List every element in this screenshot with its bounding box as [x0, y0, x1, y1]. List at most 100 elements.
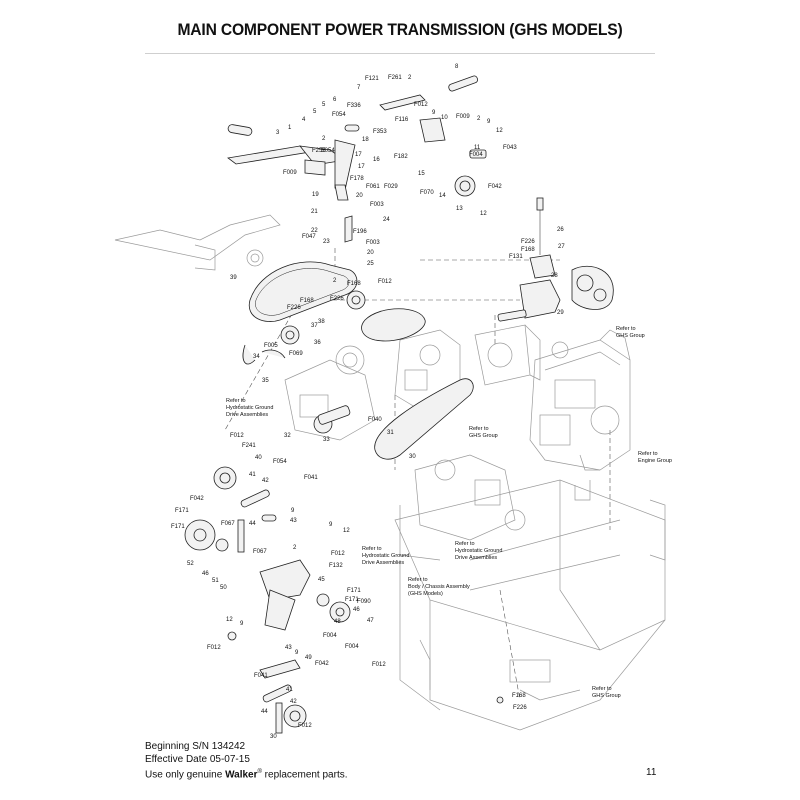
callout-87: 42	[262, 478, 269, 484]
callout-16: F116	[395, 117, 409, 123]
callout-73: 27	[558, 244, 565, 250]
chassis-frame	[394, 479, 666, 731]
callout-40: F043	[503, 145, 517, 151]
callout-79: 32	[284, 433, 291, 439]
callout-51: 23	[323, 239, 330, 245]
callout-121: 49	[305, 655, 312, 661]
callout-124: 41	[286, 687, 293, 693]
callout-42: F070	[420, 190, 434, 196]
callout-21: 2	[322, 148, 326, 154]
effective-date: Effective Date 05-07-15	[145, 753, 250, 765]
callout-108: F171	[345, 597, 359, 603]
callout-95: 44	[249, 521, 256, 527]
callout-38: F004	[469, 152, 483, 158]
callout-89: F042	[190, 496, 204, 502]
callout-7: F336	[347, 103, 361, 109]
callout-81: 30	[409, 454, 416, 460]
callout-20: F255	[312, 148, 326, 154]
callout-110: 46	[353, 607, 360, 613]
callout-0: 8	[455, 64, 459, 70]
callout-48: 24	[383, 217, 390, 223]
callout-80: 33	[323, 437, 330, 443]
callout-78: 31	[387, 430, 394, 436]
callout-122: F042	[315, 661, 329, 667]
callout-125: 42	[290, 699, 297, 705]
callout-126: 44	[261, 709, 268, 715]
callout-5: 6	[333, 97, 337, 103]
callout-90: 9	[291, 508, 295, 514]
callout-49: F047	[302, 234, 316, 240]
callout-76: 29	[557, 310, 564, 316]
callout-57: F168	[347, 281, 361, 287]
callout-45: F042	[488, 184, 502, 190]
callout-127: 30	[270, 734, 277, 740]
callout-71: F226	[521, 239, 535, 245]
gearbox-and-shaft	[313, 197, 561, 434]
callout-74: F131	[509, 254, 523, 260]
callout-28: 19	[312, 192, 319, 198]
callout-94: F067	[221, 521, 235, 527]
callout-50: 22	[311, 228, 318, 234]
callout-12: 4	[302, 117, 306, 123]
callout-103: 51	[212, 578, 219, 584]
callout-105: F132	[329, 563, 343, 569]
callout-102: F012	[331, 551, 345, 557]
right-hydrostatic-drive	[399, 454, 526, 561]
callout-52: F196	[353, 229, 367, 235]
callout-10: 3	[276, 130, 280, 136]
callout-92: 43	[290, 518, 297, 524]
note-hydrostatic-1: Refer to Hydrostatic Ground Drive Assemb…	[226, 398, 275, 418]
callout-116: 12	[226, 617, 233, 623]
callout-2: F261	[388, 75, 402, 81]
callout-107: F171	[347, 588, 361, 594]
callout-1: F121	[365, 76, 379, 82]
callout-128: F012	[298, 723, 312, 729]
callout-65: 36	[314, 340, 321, 346]
callout-115: F012	[372, 662, 386, 668]
callout-11: 1	[288, 125, 292, 131]
callout-130: F226	[513, 705, 527, 711]
callout-41: 15	[418, 171, 425, 177]
callout-106: 45	[318, 577, 325, 583]
callout-98: F067	[253, 549, 267, 555]
gearbox-housing	[474, 324, 541, 386]
callout-69: 35	[262, 378, 269, 384]
replacement-notice: Use only genuine Walker® replacement par…	[145, 769, 348, 781]
callout-19: 17	[355, 152, 362, 158]
callout-63: 38	[318, 319, 325, 325]
callout-43: 14	[439, 193, 446, 199]
callout-99: 9	[329, 522, 333, 528]
lower-pulley-assembly	[184, 466, 504, 734]
lift-linkage	[114, 214, 353, 271]
callout-37: 11	[474, 145, 481, 151]
callout-129: F168	[512, 693, 526, 699]
callout-32: 10	[441, 115, 448, 121]
callout-85: F054	[273, 459, 287, 465]
note-hydrostatic-3: Refer to Hydrostatic Ground Drive Assemb…	[455, 541, 504, 561]
callout-123: F041	[254, 673, 268, 679]
callout-120: 9	[295, 650, 299, 656]
callout-58: 2	[333, 278, 337, 284]
control-linkage-top	[227, 75, 487, 201]
callout-17: F353	[373, 129, 387, 135]
callout-29: 20	[356, 193, 363, 199]
callout-83: F241	[242, 443, 256, 449]
callout-84: 40	[255, 455, 262, 461]
callout-96: 52	[187, 561, 194, 567]
callout-14: 2	[322, 136, 326, 142]
callout-91: F171	[175, 508, 189, 514]
callout-22: 17	[358, 164, 365, 170]
note-body-chassis: Refer to Body / Chassis Assembly (GHS Mo…	[408, 577, 471, 597]
brand-name: Walker	[225, 769, 258, 781]
callout-34: 2	[477, 116, 481, 122]
callout-62: F226	[330, 296, 344, 302]
serial-number: Beginning S/N 134242	[145, 741, 246, 752]
callout-67: F069	[289, 351, 303, 357]
callout-24: F009	[283, 170, 297, 176]
callout-113: 47	[367, 618, 374, 624]
callout-112: F004	[323, 633, 337, 639]
callout-46: 12	[480, 211, 487, 217]
callout-30: F003	[370, 202, 384, 208]
belts-and-pulleys	[242, 261, 614, 460]
callout-53: F003	[366, 240, 380, 246]
